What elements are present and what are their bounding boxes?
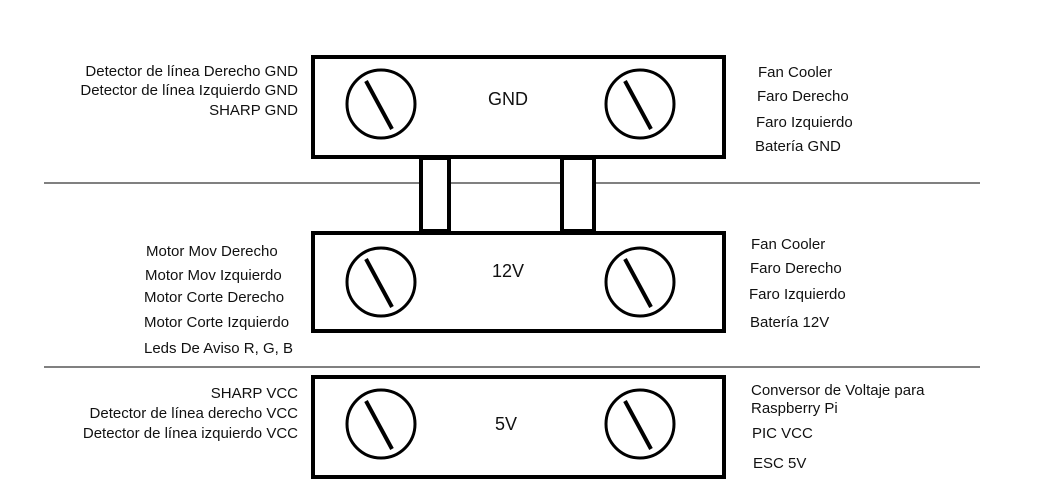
screw-terminal-icon bbox=[345, 388, 417, 460]
gnd-right-label: Batería GND bbox=[755, 138, 841, 155]
gnd-terminal-bar: GND bbox=[311, 55, 726, 159]
5v-terminal-bar: 5V bbox=[311, 375, 726, 479]
gnd-left-label: SHARP GND bbox=[209, 102, 298, 119]
screw-terminal-icon bbox=[604, 388, 676, 460]
gnd-right-label: Faro Izquierdo bbox=[756, 114, 853, 131]
12v-left-label: Motor Corte Izquierdo bbox=[144, 314, 289, 331]
12v-left-label: Motor Mov Derecho bbox=[146, 243, 278, 260]
12v-right-label: Batería 12V bbox=[750, 314, 829, 331]
jumper-left bbox=[419, 156, 451, 233]
screw-terminal-icon bbox=[345, 246, 417, 318]
bar-title-5v: 5V bbox=[495, 414, 517, 434]
5v-right-label: ESC 5V bbox=[753, 455, 806, 472]
bar-title-gnd: GND bbox=[488, 89, 528, 109]
5v-right-label: Raspberry Pi bbox=[751, 400, 838, 417]
5v-left-label: Detector de línea derecho VCC bbox=[90, 405, 299, 422]
gnd-left-label: Detector de línea Izquierdo GND bbox=[80, 82, 298, 99]
12v-right-label: Fan Cooler bbox=[751, 236, 825, 253]
bar-title-12v: 12V bbox=[492, 261, 524, 281]
12v-right-label: Faro Derecho bbox=[750, 260, 842, 277]
12v-terminal-bar: 12V bbox=[311, 231, 726, 333]
gnd-right-label: Fan Cooler bbox=[758, 64, 832, 81]
screw-terminal-icon bbox=[604, 68, 676, 140]
jumper-right bbox=[560, 156, 596, 233]
gnd-left-label: Detector de línea Derecho GND bbox=[85, 63, 298, 80]
12v-left-label: Motor Mov Izquierdo bbox=[145, 267, 282, 284]
5v-right-label: PIC VCC bbox=[752, 425, 813, 442]
12v-left-label: Leds De Aviso R, G, B bbox=[144, 340, 293, 357]
12v-left-label: Motor Corte Derecho bbox=[144, 289, 284, 306]
5v-right-label: Conversor de Voltaje para bbox=[751, 382, 925, 399]
5v-left-label: SHARP VCC bbox=[211, 385, 298, 402]
gnd-right-label: Faro Derecho bbox=[757, 88, 849, 105]
12v-right-label: Faro Izquierdo bbox=[749, 286, 846, 303]
5v-left-label: Detector de línea izquierdo VCC bbox=[83, 425, 298, 442]
screw-terminal-icon bbox=[604, 246, 676, 318]
screw-terminal-icon bbox=[345, 68, 417, 140]
